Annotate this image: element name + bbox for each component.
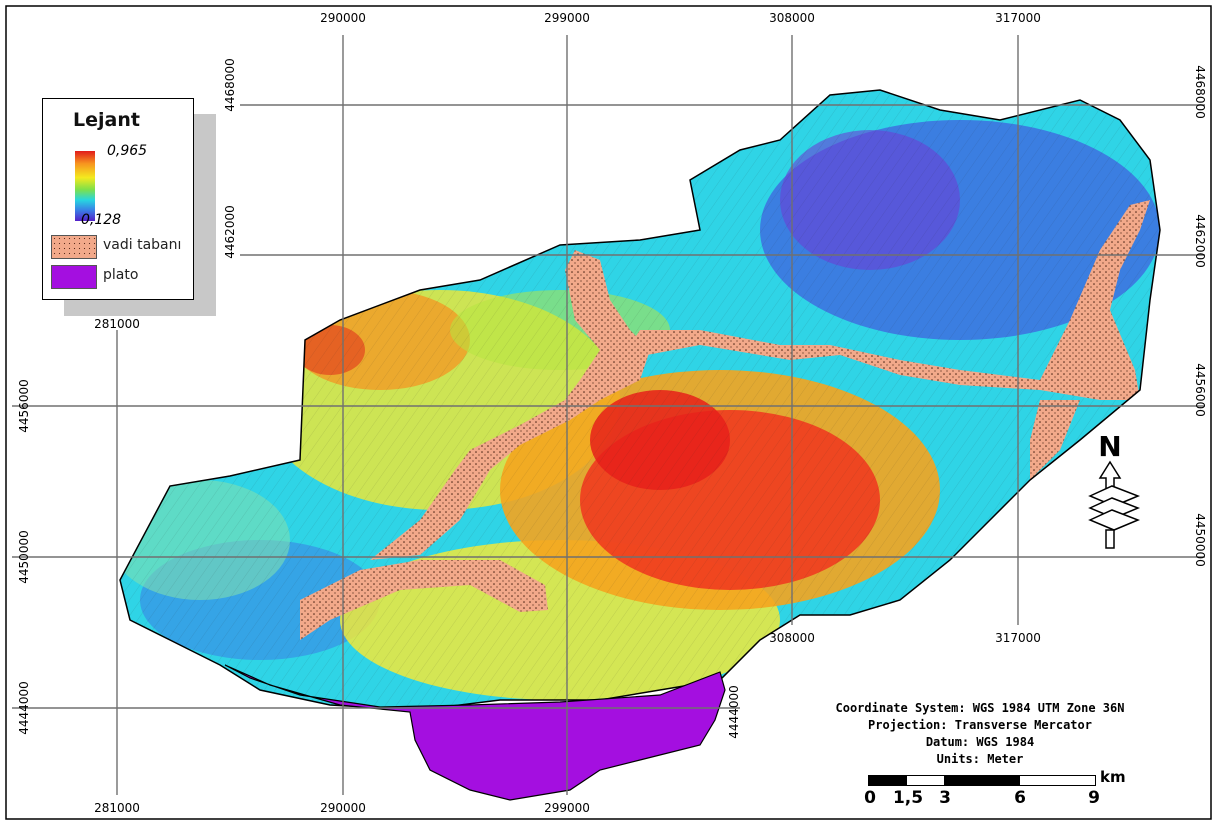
scale-tick: 1,5 [892,788,924,808]
left-y-label: 4468000 [223,58,237,111]
legend-title: Lejant [73,109,140,131]
units-text: Units: Meter [936,752,1024,766]
legend-swatch-plato [51,265,97,289]
top-x-label: 317000 [995,11,1041,25]
grid-labels: 290000 299000 308000 317000 281000 29000… [17,11,1207,815]
plato-area [224,664,726,801]
projection-info: Coordinate System: WGS 1984 UTM Zone 36N… [830,700,1130,768]
datum-text: Datum: WGS 1984 [925,735,1035,749]
left-y-label: 4456000 [17,379,31,432]
inner-x-label: 317000 [995,631,1041,645]
scale-bar [868,775,1096,786]
inner-y-label: 4462000 [223,205,237,258]
right-y-label: 4462000 [1193,214,1207,267]
coordinate-system-text: Coordinate System: WGS 1984 UTM Zone 36N [835,701,1125,715]
legend-label-vadi: vadi tabanı [103,237,182,253]
scale-tick: 9 [1088,788,1100,808]
coordinate-grid [12,35,1205,795]
scale-tick: 6 [1014,788,1026,808]
north-arrow-label: N [1098,430,1121,463]
map-border [5,5,1212,820]
legend-label-plato: plato [103,267,139,283]
scale-unit: km [1100,768,1126,786]
legend-ramp-min: 0,128 [81,212,122,228]
inner-x-label: 281000 [94,317,140,331]
top-x-label: 290000 [320,11,366,25]
legend-ramp-max: 0,965 [107,143,148,159]
left-y-label: 4444000 [17,681,31,734]
north-arrow: N [1088,430,1141,549]
legend: Lejant 0,965 0,128 vadi tabanı plato [42,98,194,300]
legend-color-ramp [75,151,95,221]
scale-tick: 3 [939,788,951,808]
inner-x-label: 308000 [769,631,815,645]
legend-swatch-vadi [51,235,97,259]
top-x-label: 299000 [544,11,590,25]
north-arrow-icon [1098,460,1122,491]
inner-y-label: 4444000 [727,685,741,738]
left-y-label: 4450000 [17,530,31,583]
bottom-x-label: 299000 [544,801,590,815]
bottom-x-label: 290000 [320,801,366,815]
projection-text: Projection: Transverse Mercator [868,718,1092,732]
top-x-label: 308000 [769,11,815,25]
right-y-label: 4468000 [1193,65,1207,118]
bottom-x-label: 281000 [94,801,140,815]
right-y-label: 4456000 [1193,363,1207,416]
scale-tick: 0 [864,788,876,808]
right-y-label: 4450000 [1193,513,1207,566]
